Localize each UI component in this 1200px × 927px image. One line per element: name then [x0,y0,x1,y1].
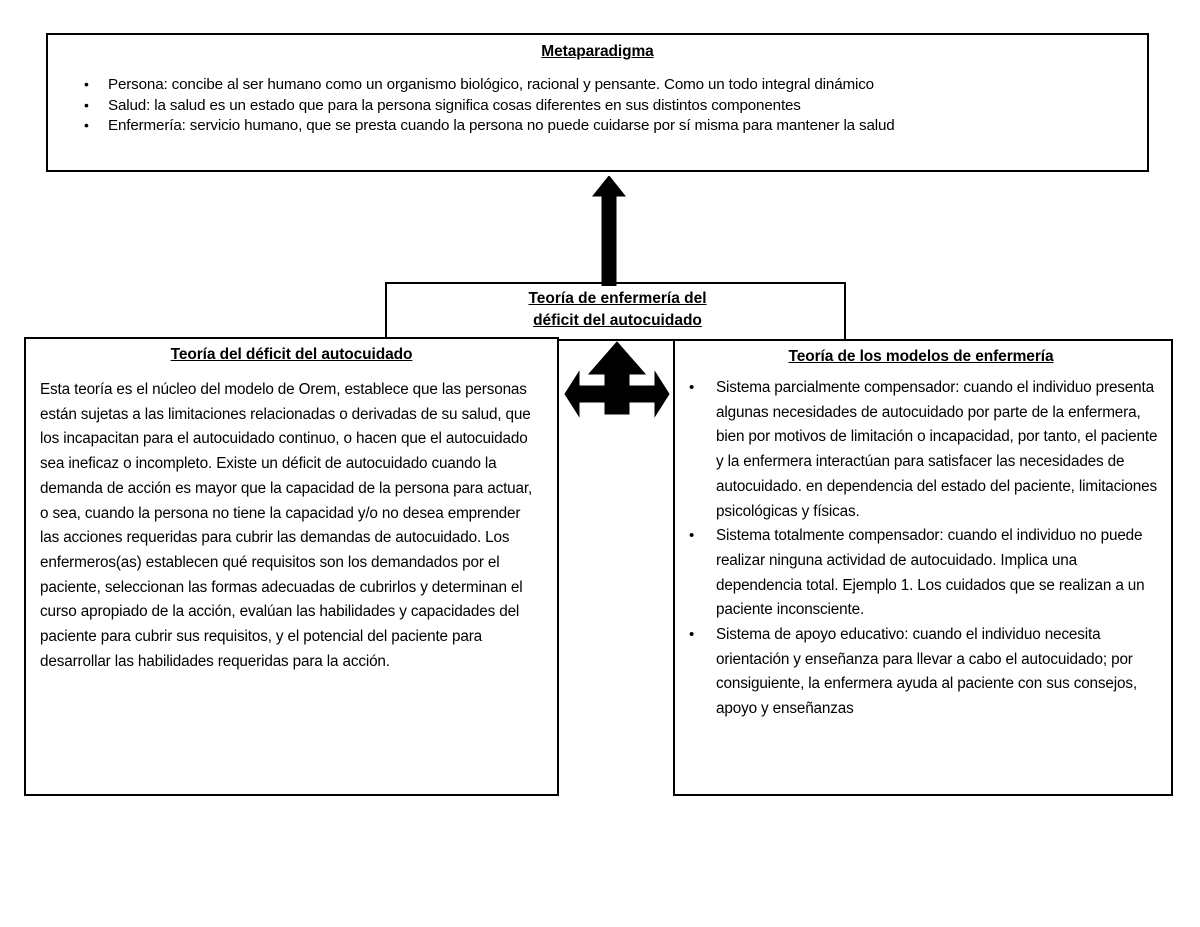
list-item: Enfermería: servicio humano, que se pres… [66,115,1137,137]
arrow-up-icon [591,175,627,287]
deficit-theory-heading: Teoría del déficit del autocuidado [170,346,413,363]
metaparadigma-heading: Metaparadigma [541,43,654,60]
nursing-models-bullet-list: Sistema parcialmente compensador: cuando… [681,376,1161,722]
list-item: Sistema de apoyo educativo: cuando el in… [681,623,1161,722]
list-item: Salud: la salud es un estado que para la… [66,95,1137,117]
arrow-three-way-icon [563,340,671,432]
deficit-theory-body: Esta teoría es el núcleo del modelo de O… [40,381,533,670]
nursing-models-heading: Teoría de los modelos de enfermería [788,348,1054,365]
central-theory-heading: Teoría de enfermería del déficit del aut… [387,288,844,332]
deficit-theory-box: Teoría del déficit del autocuidado Esta … [24,337,559,796]
central-theory-box: Teoría de enfermería del déficit del aut… [385,282,846,341]
metaparadigma-box: Metaparadigma Persona: concibe al ser hu… [46,33,1149,172]
list-item: Persona: concibe al ser humano como un o… [66,74,1137,96]
central-theory-line-1: Teoría de enfermería del [528,290,707,307]
list-item: Sistema parcialmente compensador: cuando… [681,376,1161,524]
metaparadigma-bullet-list: Persona: concibe al ser humano como un o… [48,74,1147,137]
nursing-models-theory-box: Teoría de los modelos de enfermería Sist… [673,339,1173,796]
list-item: Sistema totalmente compensador: cuando e… [681,524,1161,623]
central-theory-line-2: déficit del autocuidado [533,312,702,329]
